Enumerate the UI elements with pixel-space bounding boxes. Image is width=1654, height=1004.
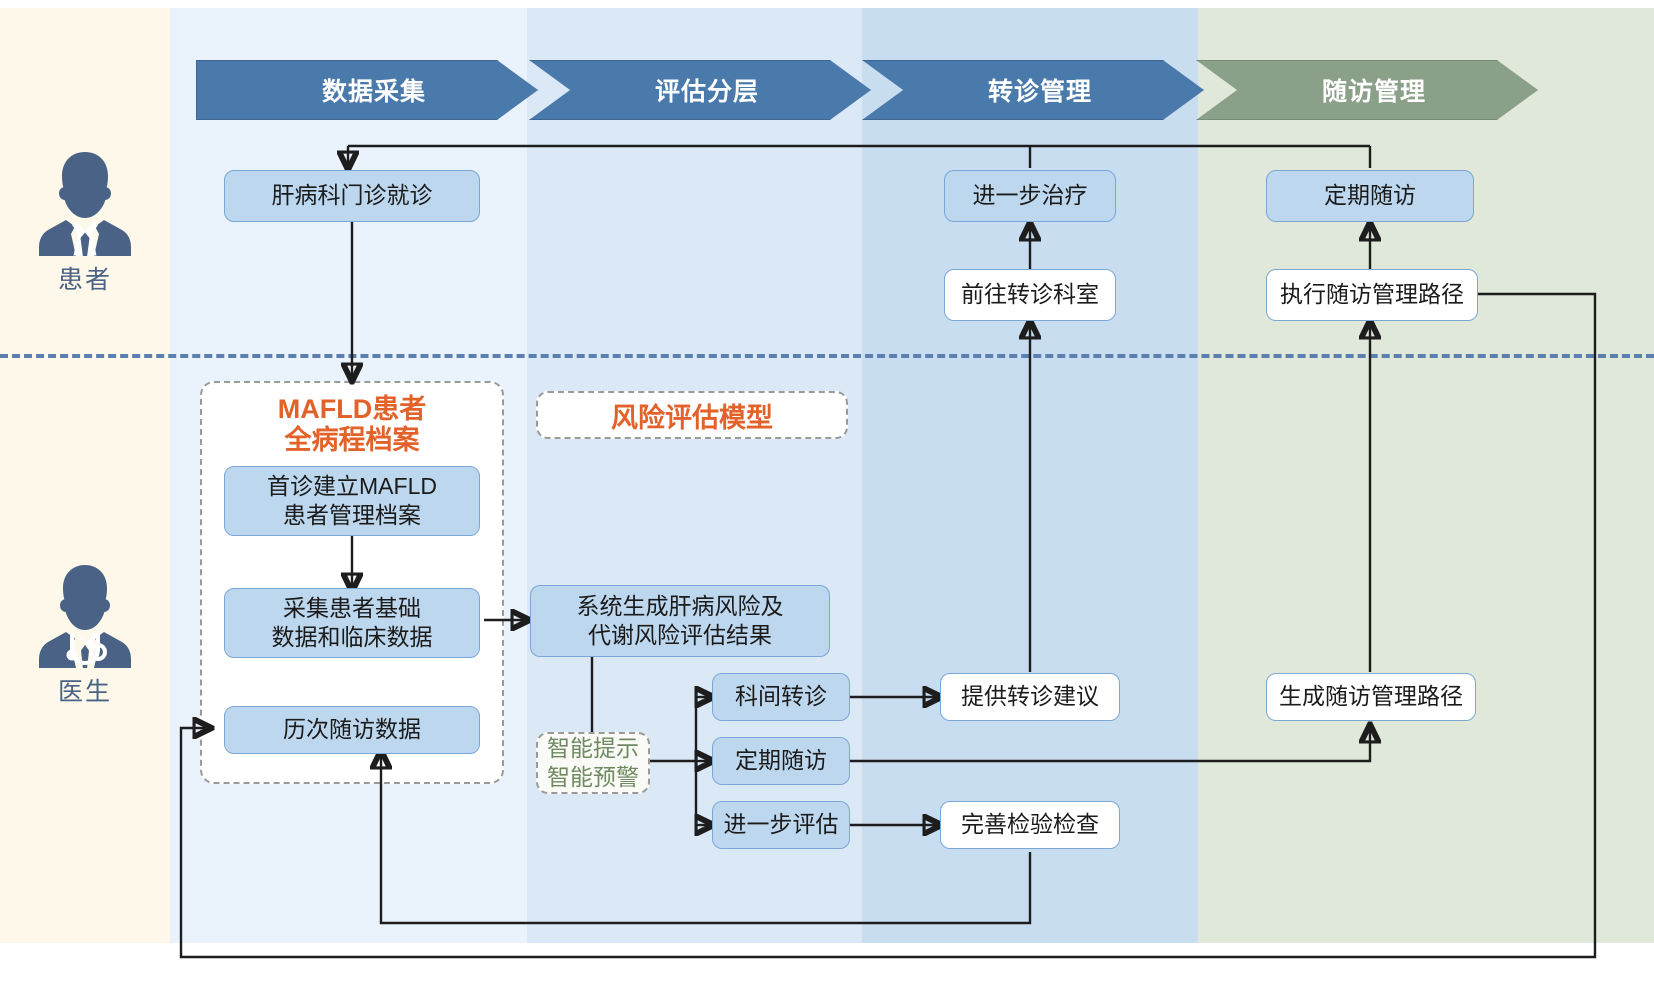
column-background-followup <box>1198 8 1654 943</box>
smart-tip-line1: 智能提示 <box>547 735 639 762</box>
phase-banner-followup[interactable]: 随访管理 <box>1196 60 1538 120</box>
role-divider <box>0 354 1654 358</box>
node-create-archive[interactable]: 首诊建立MAFLD 患者管理档案 <box>224 466 480 536</box>
node-system-risk-result[interactable]: 系统生成肝病风险及 代谢风险评估结果 <box>530 585 830 657</box>
node-go-to-referral-dept[interactable]: 前往转诊科室 <box>944 269 1116 321</box>
phase-label: 评估分层 <box>654 78 759 106</box>
node-collect-data[interactable]: 采集患者基础 数据和临床数据 <box>224 588 480 658</box>
patient-icon <box>39 152 131 256</box>
node-execute-followup-path[interactable]: 执行随访管理路径 <box>1266 269 1478 321</box>
phase-banner-assessment[interactable]: 评估分层 <box>529 60 871 120</box>
role-label: 医生 <box>57 678 112 706</box>
phase-banner-referral[interactable]: 转诊管理 <box>862 60 1204 120</box>
role-patient: 患者 <box>20 148 150 296</box>
node-generate-followup-path[interactable]: 生成随访管理路径 <box>1266 673 1476 721</box>
role-label: 患者 <box>57 266 112 294</box>
node-further-assessment[interactable]: 进一步评估 <box>712 801 850 849</box>
doctor-icon <box>39 565 131 668</box>
group-risk-model-title: 风险评估模型 <box>536 391 848 439</box>
node-historical-followup-data[interactable]: 历次随访数据 <box>224 706 480 754</box>
node-inter-dept-referral[interactable]: 科间转诊 <box>712 673 850 721</box>
node-regular-followup-patient[interactable]: 定期随访 <box>1266 170 1474 222</box>
node-regular-followup-doctor[interactable]: 定期随访 <box>712 737 850 785</box>
node-clinic-visit[interactable]: 肝病科门诊就诊 <box>224 170 480 222</box>
role-doctor: 医生 <box>20 560 150 708</box>
phase-banner-data-collection[interactable]: 数据采集 <box>196 60 538 120</box>
node-provide-referral-advice[interactable]: 提供转诊建议 <box>940 673 1120 721</box>
phase-label: 转诊管理 <box>987 78 1092 106</box>
smart-tip-line2: 智能预警 <box>547 764 639 790</box>
phase-label: 数据采集 <box>321 78 426 106</box>
group-smart-tip[interactable]: 智能提示 智能预警 <box>536 732 650 794</box>
group-archive-title: MAFLD患者 全病程档案 <box>200 394 504 456</box>
node-further-treatment[interactable]: 进一步治疗 <box>944 170 1116 222</box>
node-complete-examination[interactable]: 完善检验检查 <box>940 801 1120 849</box>
group-archive-title-line1: MAFLD患者 <box>277 394 427 424</box>
group-archive-title-line2: 全病程档案 <box>284 425 420 456</box>
phase-label: 随访管理 <box>1321 78 1426 106</box>
